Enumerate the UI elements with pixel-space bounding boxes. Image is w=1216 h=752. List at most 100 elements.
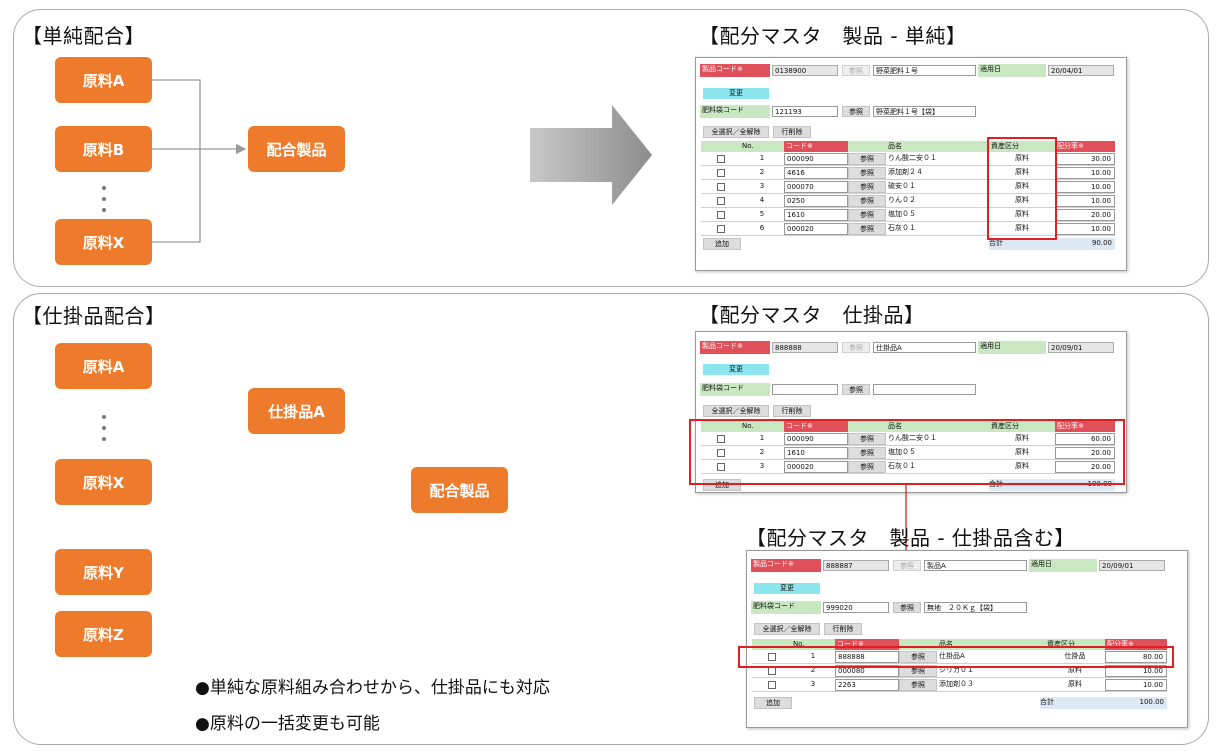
- checkbox-icon[interactable]: [716, 435, 725, 443]
- row-code[interactable]: 888888: [835, 651, 899, 663]
- row-checkbox[interactable]: [752, 651, 791, 663]
- checkbox-icon[interactable]: [716, 169, 725, 177]
- checkbox-icon[interactable]: [716, 463, 725, 471]
- change-button[interactable]: 変更: [703, 88, 769, 99]
- row-code[interactable]: 1610: [784, 209, 848, 221]
- row-checkbox[interactable]: [701, 181, 740, 193]
- bag-code-input[interactable]: 121193: [772, 106, 838, 117]
- row-rate[interactable]: 10.00: [1055, 195, 1115, 207]
- row-no: 3: [759, 462, 765, 470]
- checkbox-icon[interactable]: [767, 681, 776, 689]
- delete-row-button[interactable]: 行削除: [824, 623, 862, 635]
- row-checkbox[interactable]: [701, 223, 740, 235]
- row-ref-button[interactable]: 参照: [899, 665, 937, 677]
- product-code-input[interactable]: 888888: [772, 342, 838, 353]
- date-label: 適用日: [978, 341, 1046, 354]
- mixed-product-box: 配合製品: [248, 126, 345, 172]
- checkbox-icon[interactable]: [716, 183, 725, 191]
- checkbox-icon[interactable]: [716, 197, 725, 205]
- row-no: 4: [759, 196, 765, 204]
- row-code[interactable]: 4616: [784, 167, 848, 179]
- select-all-button[interactable]: 全選択／全解除: [754, 623, 820, 635]
- row-code[interactable]: 000070: [784, 181, 848, 193]
- row-ref-button[interactable]: 参照: [848, 223, 886, 235]
- row-ref-button[interactable]: 参照: [899, 651, 937, 663]
- row-ref-button[interactable]: 参照: [848, 447, 886, 459]
- row-checkbox[interactable]: [701, 167, 740, 179]
- delete-row-button[interactable]: 行削除: [773, 126, 811, 138]
- row-code[interactable]: 2263: [835, 679, 899, 691]
- table-row: [752, 691, 1167, 692]
- row-code[interactable]: 0250: [784, 195, 848, 207]
- row-ref-button[interactable]: 参照: [899, 679, 937, 691]
- change-button[interactable]: 変更: [703, 364, 769, 375]
- row-ref-button[interactable]: 参照: [848, 181, 886, 193]
- checkbox-icon[interactable]: [716, 225, 725, 233]
- row-checkbox[interactable]: [701, 195, 740, 207]
- asset-type-highlight: [987, 137, 1057, 240]
- date-input[interactable]: 20/09/01: [1099, 560, 1165, 571]
- row-rate[interactable]: 10.00: [1105, 679, 1167, 691]
- bag-code-input[interactable]: [772, 384, 838, 395]
- row-code[interactable]: 000020: [784, 461, 848, 473]
- product-code-label: 製品コード※: [700, 341, 770, 354]
- checkbox-icon[interactable]: [716, 155, 725, 163]
- bag-ref-button[interactable]: 参照: [842, 384, 870, 395]
- checkbox-icon[interactable]: [716, 211, 725, 219]
- row-ref-button[interactable]: 参照: [848, 195, 886, 207]
- product-ref-button[interactable]: 参照: [842, 65, 870, 76]
- add-button[interactable]: 追加: [703, 479, 741, 491]
- row-ref-button[interactable]: 参照: [848, 209, 886, 221]
- add-button[interactable]: 追加: [754, 697, 792, 709]
- row-ref-button[interactable]: 参照: [848, 153, 886, 165]
- date-input[interactable]: 20/09/01: [1048, 342, 1114, 353]
- product-ref-button[interactable]: 参照: [893, 560, 921, 571]
- select-all-button[interactable]: 全選択／全解除: [703, 405, 769, 417]
- wip-screen-title: 【配分マスタ 仕掛品】: [699, 303, 925, 327]
- checkbox-icon[interactable]: [716, 449, 725, 457]
- checkbox-icon[interactable]: [767, 653, 776, 661]
- delete-row-button[interactable]: 行削除: [773, 405, 811, 417]
- row-checkbox[interactable]: [701, 461, 740, 473]
- row-ref-button[interactable]: 参照: [848, 433, 886, 445]
- product-ref-button[interactable]: 参照: [842, 342, 870, 353]
- row-checkbox[interactable]: [701, 433, 740, 445]
- select-all-button[interactable]: 全選択／全解除: [703, 126, 769, 138]
- row-code[interactable]: 000080: [835, 665, 899, 677]
- wip-mix-title: 【仕掛品配合】: [22, 304, 166, 328]
- row-rate[interactable]: 80.00: [1105, 651, 1167, 663]
- row-code[interactable]: 000090: [784, 153, 848, 165]
- table-row: [701, 165, 1115, 166]
- bag-ref-button[interactable]: 参照: [842, 106, 870, 117]
- row-type: 原料: [1015, 154, 1029, 162]
- change-button[interactable]: 変更: [754, 583, 820, 594]
- product-code-input[interactable]: 0138900: [772, 65, 838, 76]
- row-code[interactable]: 000090: [784, 433, 848, 445]
- row-checkbox[interactable]: [701, 447, 740, 459]
- bag-code-input[interactable]: 999020: [823, 602, 889, 613]
- row-checkbox[interactable]: [752, 679, 791, 691]
- row-ref-button[interactable]: 参照: [848, 461, 886, 473]
- row-rate[interactable]: 20.00: [1055, 461, 1115, 473]
- product-code-input[interactable]: 888887: [823, 560, 889, 571]
- date-label: 適用日: [1029, 559, 1097, 572]
- row-type: 原料: [1015, 196, 1029, 204]
- th-ref: [848, 421, 886, 432]
- table-row: [701, 193, 1115, 194]
- checkbox-icon[interactable]: [767, 667, 776, 675]
- date-input[interactable]: 20/04/01: [1048, 65, 1114, 76]
- row-rate[interactable]: 10.00: [1105, 665, 1167, 677]
- bag-ref-button[interactable]: 参照: [893, 602, 921, 613]
- row-code[interactable]: 000020: [784, 223, 848, 235]
- row-code[interactable]: 1610: [784, 447, 848, 459]
- add-button[interactable]: 追加: [703, 238, 741, 250]
- row-rate[interactable]: 20.00: [1055, 447, 1115, 459]
- wip-screen: 製品コード※ 888888 参照 仕掛品A 適用日 20/09/01 変更 肥料…: [695, 331, 1127, 493]
- row-checkbox[interactable]: [701, 153, 740, 165]
- table-row: [701, 179, 1115, 180]
- row-ref-button[interactable]: 参照: [848, 167, 886, 179]
- row-rate[interactable]: 10.00: [1055, 167, 1115, 179]
- row-checkbox[interactable]: [701, 209, 740, 221]
- row-rate[interactable]: 60.00: [1055, 433, 1115, 445]
- th-check: [752, 639, 791, 650]
